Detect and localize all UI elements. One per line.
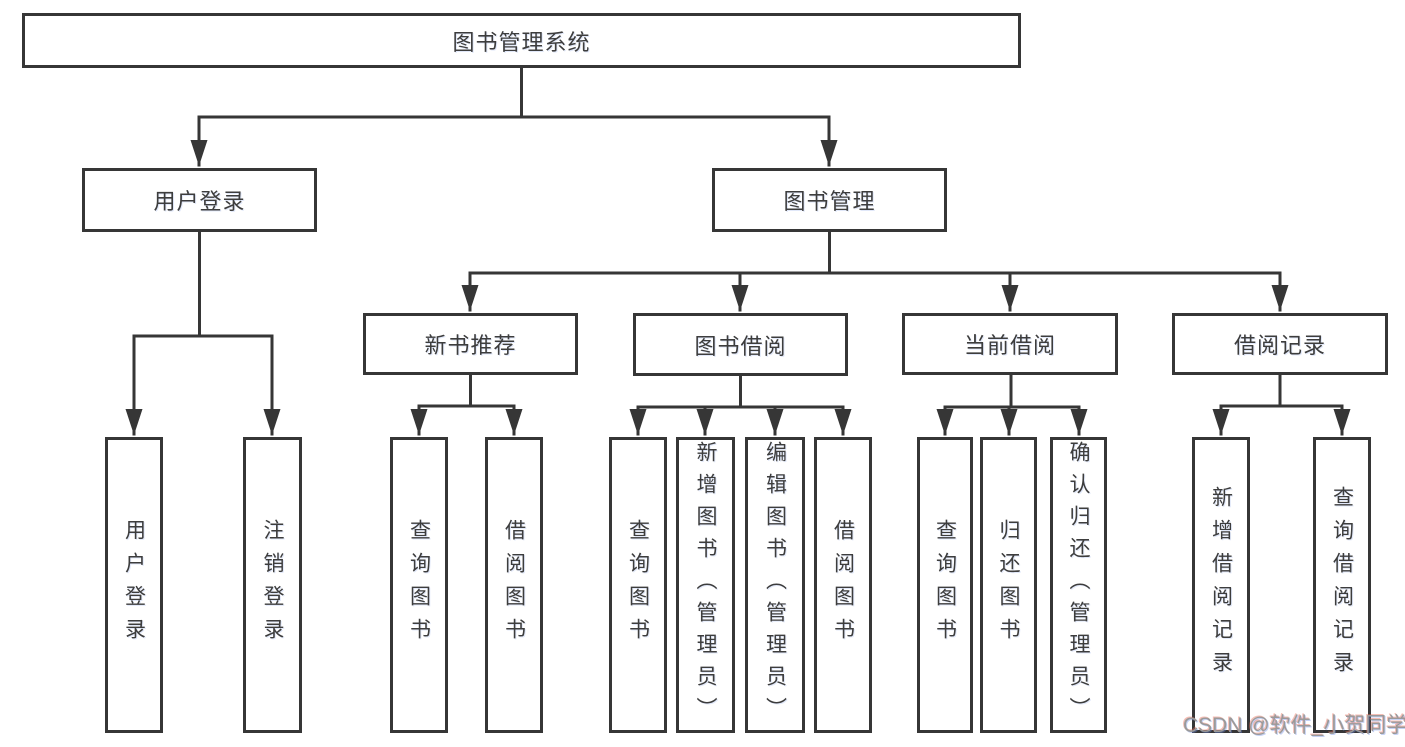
node-label: 当前借阅: [963, 333, 1056, 358]
node-label: 用户登录: [122, 519, 146, 651]
node-borrowing-records: 借阅记录: [1172, 313, 1388, 375]
node-library-management-system: 图书管理系统: [22, 13, 1021, 68]
leaf-edit-books-admin: 编辑图书（管理员）: [745, 437, 805, 733]
csdn-watermark: CSDN @软件_小贺同学: [1183, 714, 1405, 737]
node-label: 用户登录: [153, 189, 246, 214]
node-label: 查询图书: [933, 519, 957, 651]
node-label: 图书管理系统: [452, 29, 591, 55]
leaf-add-books-admin: 新增图书（管理员）: [676, 437, 735, 733]
node-new-book-recommend: 新书推荐: [363, 313, 578, 375]
node-current-borrowing: 当前借阅: [902, 313, 1118, 375]
leaf-borrow-books: 借阅图书: [814, 437, 872, 733]
node-label: 查询图书: [407, 519, 431, 651]
node-label: 查询借阅记录: [1330, 486, 1354, 684]
node-label: 注销登录: [261, 519, 284, 651]
leaf-query-books-current: 查询图书: [917, 437, 973, 733]
node-book-borrowing: 图书借阅: [633, 313, 848, 376]
node-label: 新增图书（管理员）: [694, 441, 717, 729]
leaf-confirm-return-admin: 确认归还（管理员）: [1050, 437, 1107, 733]
leaf-query-books-borrowing: 查询图书: [609, 437, 667, 733]
node-label: 图书借阅: [694, 333, 787, 359]
node-label: 确认归还（管理员）: [1067, 441, 1090, 729]
leaf-query-borrow-record: 查询借阅记录: [1313, 437, 1371, 733]
node-label: 借阅记录: [1233, 333, 1326, 358]
node-label: 编辑图书（管理员）: [763, 441, 787, 729]
node-label: 新书推荐: [424, 333, 517, 358]
leaf-logout: 注销登录: [243, 437, 302, 733]
leaf-add-borrow-record: 新增借阅记录: [1192, 437, 1250, 733]
leaf-borrow-books-recommend: 借阅图书: [485, 437, 543, 733]
node-label: 借阅图书: [502, 519, 526, 651]
leaf-user-login: 用户登录: [105, 437, 163, 733]
node-label: 新增借阅记录: [1209, 486, 1233, 684]
node-label: 图书管理: [783, 189, 876, 214]
node-label: 归还图书: [997, 519, 1020, 651]
node-user-login: 用户登录: [82, 168, 317, 232]
leaf-query-books-recommend: 查询图书: [390, 437, 448, 733]
node-book-management: 图书管理: [712, 168, 947, 232]
node-label: 查询图书: [626, 519, 650, 651]
node-label: 借阅图书: [831, 519, 855, 651]
leaf-return-books: 归还图书: [980, 437, 1037, 733]
